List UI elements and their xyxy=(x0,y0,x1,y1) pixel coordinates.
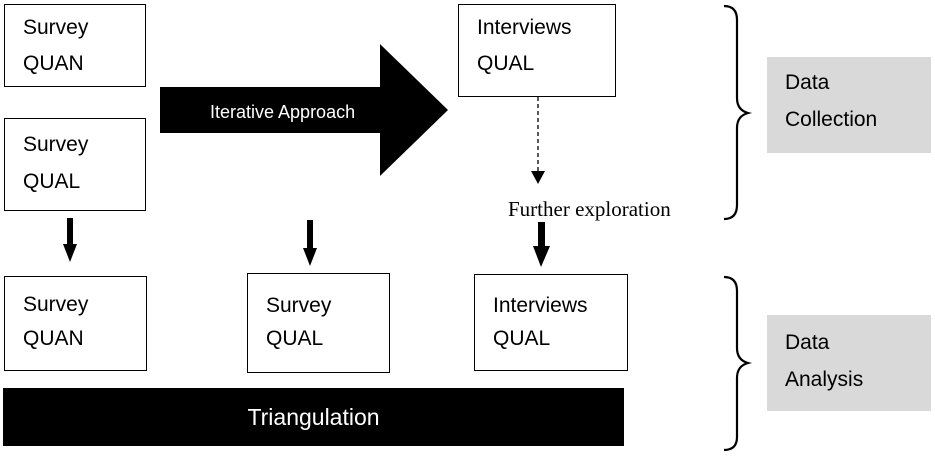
collection-survey-qual-box: Survey QUAL xyxy=(4,118,146,211)
collection-survey-quan-line2: QUAN xyxy=(23,52,84,75)
collection-survey-qual-line1: Survey xyxy=(23,133,89,156)
collection-survey-quan-line1: Survey xyxy=(23,16,89,39)
collection-survey-qual-line2: QUAL xyxy=(23,170,81,193)
analysis-survey-quan-box: Survey QUAN xyxy=(4,276,147,371)
collection-survey-quan-box: Survey QUAN xyxy=(4,4,146,87)
analysis-survey-qual-line1: Survey xyxy=(266,294,332,317)
analysis-survey-quan-line2: QUAN xyxy=(23,327,84,350)
triangulation-label: Triangulation xyxy=(247,403,380,430)
analysis-survey-qual-box: Survey QUAL xyxy=(247,273,390,373)
down-arrow-survey-qual xyxy=(63,218,77,262)
iterative-approach-label: Iterative Approach xyxy=(210,102,356,122)
analysis-interviews-qual-line1: Interviews xyxy=(493,294,588,317)
down-arrow-middle xyxy=(303,220,317,266)
data-collection-phase-box: Data Collection xyxy=(767,57,931,153)
triangulation-bar: Triangulation xyxy=(3,388,624,446)
further-exploration-label: Further exploration xyxy=(508,197,671,221)
data-analysis-phase-box: Data Analysis xyxy=(767,315,931,411)
collection-interviews-qual-line1: Interviews xyxy=(477,16,572,39)
collection-interviews-qual-box: Interviews QUAL xyxy=(458,4,616,97)
collection-interviews-qual-line2: QUAL xyxy=(477,52,535,75)
data-collection-line2: Collection xyxy=(785,108,878,131)
analysis-survey-quan-line1: Survey xyxy=(23,293,89,316)
analysis-interviews-qual-line2: QUAL xyxy=(493,327,551,350)
down-arrow-interviews xyxy=(533,222,550,267)
analysis-brace xyxy=(723,275,753,452)
data-collection-line1: Data xyxy=(785,71,830,94)
collection-brace xyxy=(723,4,753,221)
dashed-arrow-further-exploration xyxy=(531,97,545,184)
iterative-approach-arrow xyxy=(160,44,448,176)
analysis-survey-qual-line2: QUAL xyxy=(266,327,324,350)
analysis-interviews-qual-box: Interviews QUAL xyxy=(474,274,628,371)
data-analysis-line1: Data xyxy=(785,331,830,354)
data-analysis-line2: Analysis xyxy=(785,368,864,391)
